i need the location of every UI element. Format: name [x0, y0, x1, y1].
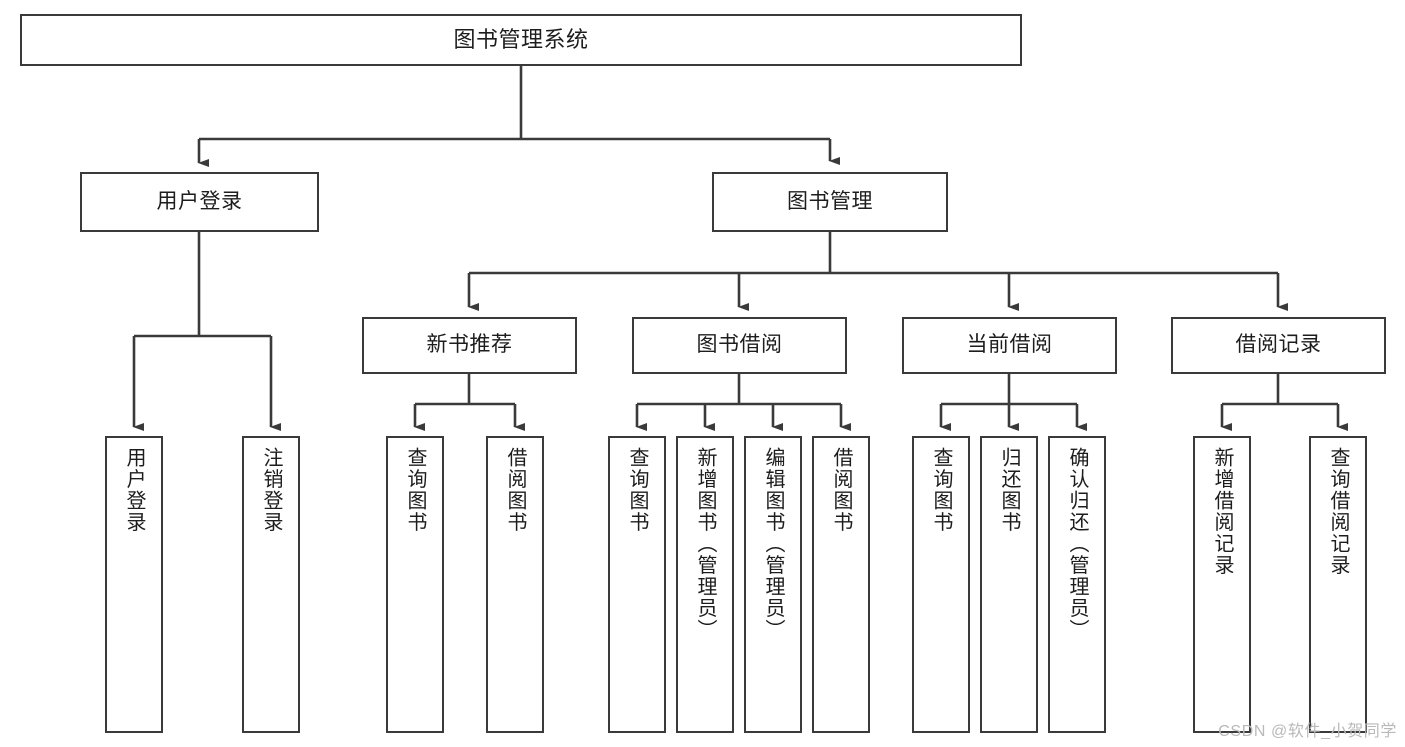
csdn-watermark: CSDN @软件_小贺同学 — [1218, 723, 1397, 740]
node-label: 图书管理 — [787, 189, 873, 213]
node-book-management[interactable]: 图书管理 — [712, 172, 948, 232]
leaf-logout[interactable]: 注销登录 — [242, 436, 300, 733]
node-book-borrowing[interactable]: 图书借阅 — [632, 317, 847, 374]
leaf-confirm-return-admin[interactable]: 确认归还（管理员） — [1048, 436, 1106, 733]
leaf-borrow-book-newbook[interactable]: 借阅图书 — [486, 436, 544, 733]
node-label: 借阅记录 — [1235, 333, 1322, 357]
leaf-add-book-admin[interactable]: 新增图书（管理员） — [676, 436, 734, 733]
node-label: 编辑图书（管理员） — [762, 447, 784, 641]
node-label: 图书借阅 — [696, 333, 783, 357]
node-label: 查询图书 — [930, 447, 952, 533]
leaf-return-book[interactable]: 归还图书 — [980, 436, 1038, 733]
node-label: 当前借阅 — [966, 333, 1053, 357]
node-label: 新增借阅记录 — [1211, 447, 1233, 576]
node-label: 查询图书 — [404, 447, 426, 533]
node-label: 查询图书 — [626, 447, 648, 533]
node-new-book-recommendation[interactable]: 新书推荐 — [362, 317, 577, 374]
leaf-user-login[interactable]: 用户登录 — [105, 436, 163, 733]
node-current-borrowing[interactable]: 当前借阅 — [902, 317, 1117, 374]
node-label: 确认归还（管理员） — [1066, 447, 1088, 641]
node-label: 图书管理系统 — [453, 27, 589, 53]
node-label: 新书推荐 — [426, 333, 513, 357]
node-label: 注销登录 — [260, 447, 282, 533]
node-root-book-management-system[interactable]: 图书管理系统 — [20, 14, 1022, 66]
node-label: 查询借阅记录 — [1327, 447, 1349, 576]
node-label: 归还图书 — [998, 447, 1020, 533]
leaf-query-book-borrow[interactable]: 查询图书 — [608, 436, 666, 733]
node-label: 借阅图书 — [830, 447, 852, 533]
node-label: 借阅图书 — [504, 447, 526, 533]
node-label: 用户登录 — [123, 447, 145, 533]
leaf-add-borrow-record[interactable]: 新增借阅记录 — [1193, 436, 1251, 733]
node-label: 新增图书（管理员） — [694, 447, 716, 641]
node-borrowing-record[interactable]: 借阅记录 — [1171, 317, 1386, 374]
leaf-query-book-current[interactable]: 查询图书 — [912, 436, 970, 733]
leaf-edit-book-admin[interactable]: 编辑图书（管理员） — [744, 436, 802, 733]
node-label: 用户登录 — [156, 189, 243, 213]
leaf-query-book-newbook[interactable]: 查询图书 — [386, 436, 444, 733]
leaf-query-borrow-record[interactable]: 查询借阅记录 — [1309, 436, 1367, 733]
leaf-borrow-book[interactable]: 借阅图书 — [812, 436, 870, 733]
node-user-login[interactable]: 用户登录 — [80, 172, 319, 232]
